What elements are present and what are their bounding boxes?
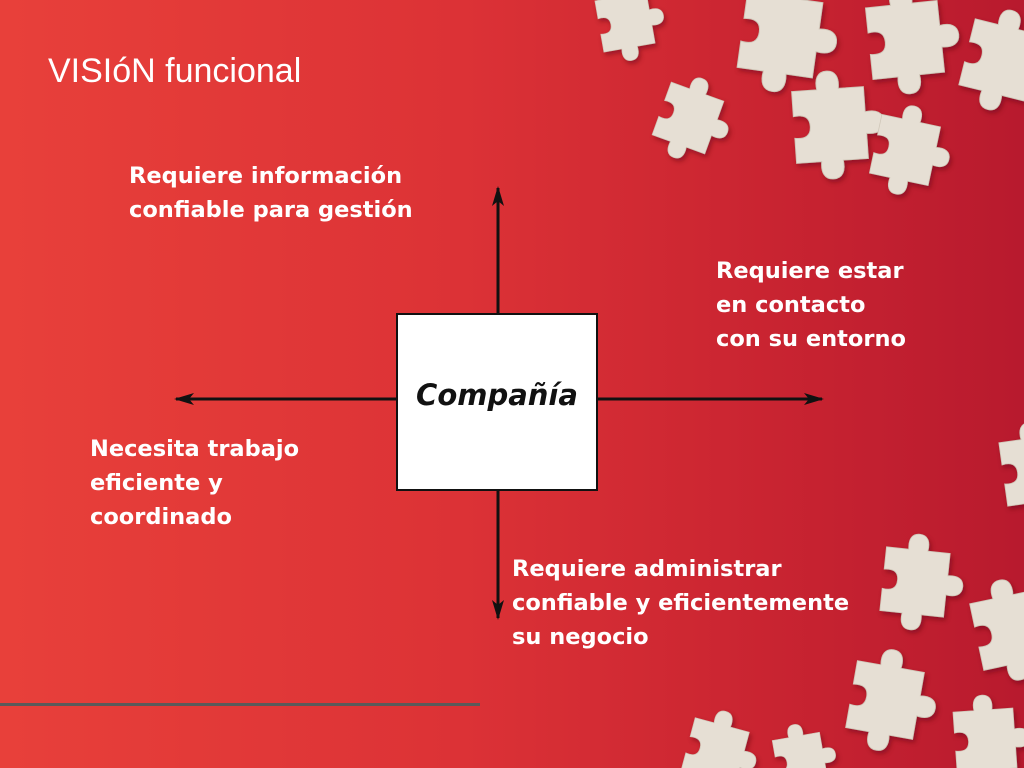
center-label: Compañía: [416, 378, 578, 412]
branch-label-line: Requiere administrar: [512, 556, 782, 582]
branch-label-line: confiable para gestión: [129, 197, 413, 223]
branch-label-line: con su entorno: [716, 326, 906, 352]
branch-label-line: coordinado: [90, 504, 232, 530]
branch-label-left: Necesita trabajo eficiente y coordinado: [90, 432, 299, 534]
slide-title: VISIóN funcional: [48, 52, 302, 90]
branch-label-up: Requiere información confiable para gest…: [129, 159, 413, 227]
branch-label-line: confiable y eficientemente: [512, 590, 850, 616]
branch-label-down: Requiere administrar confiable y eficien…: [512, 552, 849, 654]
branch-label-line: Requiere estar: [716, 258, 904, 284]
center-box: [396, 313, 598, 491]
branch-label-right: Requiere estar en contacto con su entorn…: [716, 254, 906, 356]
footer-divider: [0, 703, 480, 706]
branch-label-line: eficiente y: [90, 470, 223, 496]
branch-label-line: Necesita trabajo: [90, 436, 300, 462]
branch-label-line: en contacto: [716, 292, 866, 318]
branch-label-line: su negocio: [512, 624, 649, 650]
branch-label-line: Requiere información: [129, 163, 403, 189]
